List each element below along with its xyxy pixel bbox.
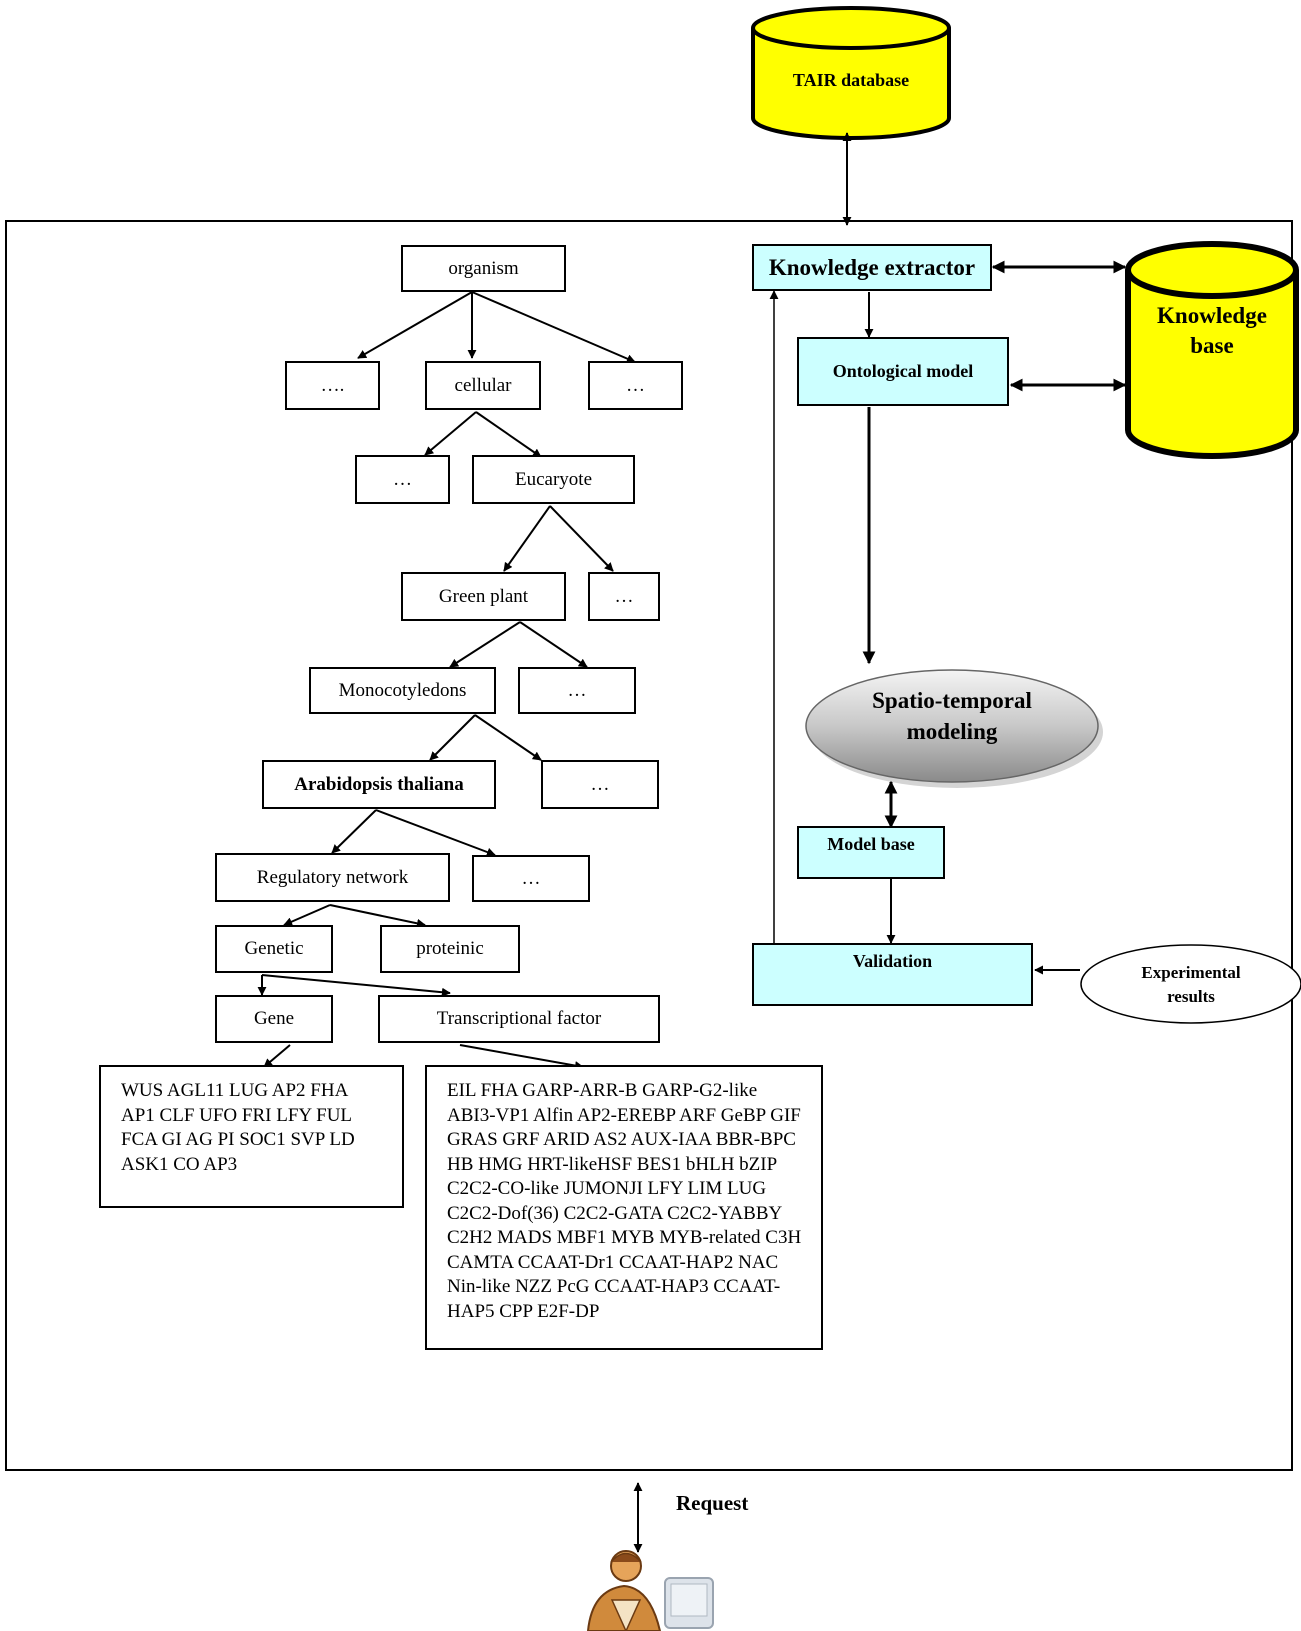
system-frame bbox=[5, 220, 1293, 1471]
transcription-factor-list-box: EIL FHA GARP-ARR-B GARP-G2-like ABI3-VP1… bbox=[425, 1065, 823, 1350]
node-other-monocotyledons[interactable]: … bbox=[518, 667, 636, 714]
node-other-organism[interactable]: …. bbox=[285, 361, 380, 410]
knowledge-base-cylinder bbox=[1125, 241, 1299, 459]
node-arabidopsis[interactable]: Arabidopsis thaliana bbox=[262, 760, 496, 809]
node-organism[interactable]: organism bbox=[401, 245, 566, 292]
user-at-computer-icon bbox=[586, 1550, 714, 1631]
validation-box[interactable]: Validation bbox=[752, 943, 1033, 1006]
node-other-regulatory[interactable]: … bbox=[472, 855, 590, 902]
node-regulatory-network[interactable]: Regulatory network bbox=[215, 853, 450, 902]
node-green-plant[interactable]: Green plant bbox=[401, 572, 566, 621]
knowledge-base-label: Knowledge base bbox=[1157, 303, 1267, 358]
spatio-temporal-ellipse bbox=[805, 669, 1103, 788]
node-other-green-plant[interactable]: … bbox=[588, 572, 660, 621]
node-other-eucaryote[interactable]: … bbox=[355, 455, 450, 504]
node-proteinic[interactable]: proteinic bbox=[380, 925, 520, 973]
tair-database-cylinder bbox=[751, 6, 951, 140]
node-monocotyledons[interactable]: Monocotyledons bbox=[309, 667, 496, 714]
ontology-tree-arrows bbox=[257, 291, 636, 1071]
model-base-box[interactable]: Model base bbox=[797, 826, 945, 879]
node-other-cellular[interactable]: … bbox=[588, 361, 683, 410]
tair-database-label: TAIR database bbox=[792, 70, 910, 90]
experimental-results-ellipse bbox=[1080, 944, 1301, 1024]
node-gene[interactable]: Gene bbox=[215, 995, 333, 1043]
node-eucaryote[interactable]: Eucaryote bbox=[472, 455, 635, 504]
ontological-model-box[interactable]: Ontological model bbox=[797, 337, 1009, 406]
knowledge-extractor-box[interactable]: Knowledge extractor bbox=[752, 244, 992, 291]
gene-list-box: WUS AGL11 LUG AP2 FHA AP1 CLF UFO FRI LF… bbox=[99, 1065, 404, 1208]
node-other-arabidopsis[interactable]: … bbox=[541, 760, 659, 809]
node-genetic[interactable]: Genetic bbox=[215, 925, 333, 973]
node-cellular[interactable]: cellular bbox=[425, 361, 541, 410]
node-transcriptional-factor[interactable]: Transcriptional factor bbox=[378, 995, 660, 1043]
spatio-temporal-label[interactable]: Spatio-temporal modeling bbox=[872, 688, 1032, 744]
request-label: Request bbox=[676, 1491, 749, 1515]
experimental-results-label: Experimental results bbox=[1141, 963, 1241, 1006]
